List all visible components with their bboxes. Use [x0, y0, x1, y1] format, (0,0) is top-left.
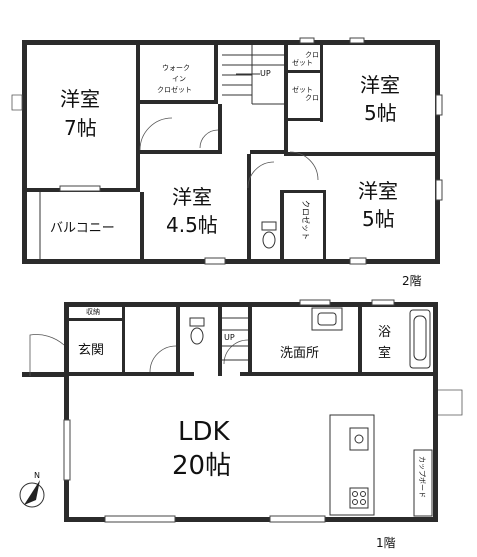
toilet-icon [261, 221, 277, 249]
stair-1f [222, 317, 248, 361]
closet-b-line2: クロ [305, 94, 319, 102]
washroom-label: 洗面所 [280, 346, 319, 361]
closet-c-label: クロゼット [301, 200, 311, 240]
floor-2-label: 2階 [402, 273, 422, 288]
bath-label-2: 室 [378, 345, 391, 361]
room-western-5a-size: 5帖 [364, 101, 397, 125]
stair-up-label-2f: UP [260, 69, 271, 78]
room-western-5b-size: 5帖 [362, 207, 395, 231]
kitchen-counter [329, 414, 375, 516]
room-western-5a-name: 洋室 [360, 73, 400, 97]
balcony-label: バルコニー [50, 221, 115, 236]
closet-a-line1: クロ [305, 51, 319, 59]
walkin-closet-label-1: ウォーク [162, 64, 190, 72]
compass-north-label: N [34, 471, 40, 480]
closet-b-line1: ゼット [292, 85, 313, 94]
sink-icon [311, 307, 343, 331]
cupboard-label: カップボード [418, 456, 426, 498]
bathtub-icon [409, 309, 431, 369]
entrance-label: 玄関 [78, 343, 104, 358]
compass-icon: N [19, 471, 45, 508]
stair-up-label-1f: UP [224, 333, 235, 342]
second-floor: 洋室 7帖 ウォーク イン クロゼット UP クロ ゼット ゼット クロ 洋室 … [11, 37, 443, 288]
ldk-size: 20帖 [172, 451, 231, 481]
stair-2f [222, 45, 284, 105]
toilet-icon [189, 317, 205, 345]
walkin-closet-label-3: クロゼット [157, 85, 192, 94]
room-western-45-size: 4.5帖 [166, 213, 218, 237]
room-western-45-name: 洋室 [172, 185, 212, 209]
floor-1-label: 1階 [376, 535, 396, 550]
storage-label: 収納 [86, 307, 100, 316]
walkin-closet-label-2: イン [172, 75, 186, 83]
bath-label-1: 浴 [378, 325, 391, 340]
room-western-7-name: 洋室 [60, 87, 100, 111]
ldk-name: LDK [178, 417, 231, 447]
room-western-5b-name: 洋室 [358, 179, 398, 203]
first-floor: 収納 玄関 UP 洗面所 浴 室 LDK 20帖 カップボード N 1階 [19, 299, 463, 550]
room-western-7-size: 7帖 [64, 116, 97, 140]
closet-a-line2: ゼット [292, 58, 313, 67]
